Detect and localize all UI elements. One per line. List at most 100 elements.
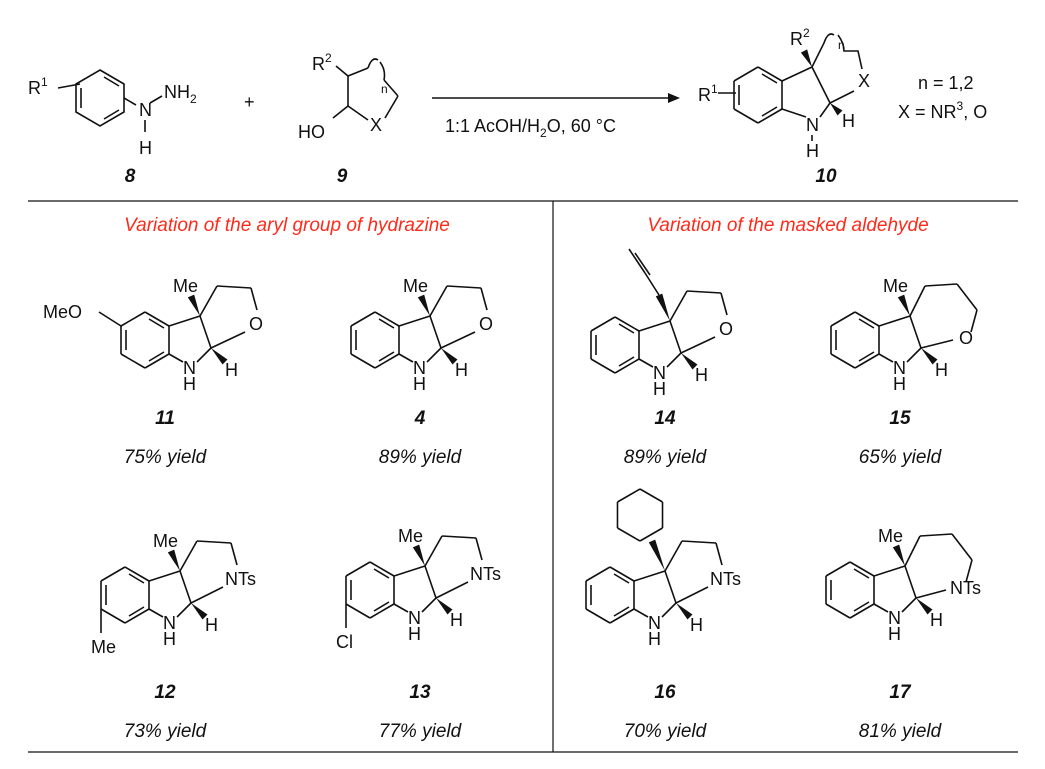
stereo-wedge-me <box>412 544 425 566</box>
stereo-wedge-h <box>211 348 228 365</box>
c2-h-label: H <box>225 360 238 380</box>
stereo-wedge-me <box>167 549 180 571</box>
heteroatom-label: NTs <box>710 569 741 589</box>
stereo-wedge-allyl <box>655 293 670 321</box>
compound-number: 17 <box>889 682 912 703</box>
methyl-label: Me <box>883 276 908 296</box>
svg-text:R2: R2 <box>312 51 332 74</box>
stereo-wedge-h <box>676 603 693 620</box>
stereo-wedge-h <box>191 603 208 620</box>
compound-number: 12 <box>154 682 176 703</box>
phenyl-ring <box>616 488 664 542</box>
stereo-wedge-h <box>921 348 938 365</box>
yield-label: 81% yield <box>859 721 943 742</box>
c7-substituent-label: Cl <box>336 632 353 652</box>
nh-n-label: N <box>163 613 176 633</box>
n-label: N <box>806 115 819 135</box>
nh-h-label: H <box>413 374 426 394</box>
heteroatom-label: NTs <box>950 578 981 598</box>
stereo-wedge-h <box>436 598 453 615</box>
c2-h-label: H <box>455 360 468 380</box>
yield-label: 89% yield <box>624 447 708 468</box>
nh-n-label: N <box>183 358 196 378</box>
nh-h-label: H <box>163 629 176 649</box>
nh-h-label: H <box>408 624 421 644</box>
heteroatom-label: O <box>249 314 263 334</box>
yield-label: 65% yield <box>859 447 943 468</box>
methoxy-label: MeO <box>43 302 82 322</box>
n-label: N <box>139 100 152 120</box>
stereo-wedge-h <box>916 598 933 615</box>
stereo-wedge-h <box>441 348 458 365</box>
compound-number: 14 <box>654 408 676 429</box>
yield-label: 70% yield <box>624 721 708 742</box>
nh-h-label: H <box>648 629 661 649</box>
nh-h-label: H <box>893 374 906 394</box>
heteroatom-label: NTs <box>225 569 256 589</box>
yield-label: 89% yield <box>379 447 463 468</box>
methyl-label: Me <box>153 531 178 551</box>
svg-text:NH2: NH2 <box>164 82 197 106</box>
stereo-wedge-me <box>897 294 910 316</box>
c2-h-label: H <box>842 111 855 131</box>
c2-h-label: H <box>450 610 463 630</box>
nh-n-label: N <box>893 358 906 378</box>
r1-label: R1 <box>698 82 718 105</box>
nh-n-label: N <box>413 358 426 378</box>
stereo-wedge-h <box>681 353 698 370</box>
nh-n-label: N <box>653 363 666 383</box>
reactant-9: R2 n X HO 9 <box>298 51 399 187</box>
heteroatom-label: O <box>719 319 733 339</box>
n-index: n <box>381 82 388 96</box>
compound-label-8: 8 <box>125 166 136 187</box>
yield-label: 75% yield <box>124 447 208 468</box>
heteroatom-label: O <box>959 328 973 348</box>
compound-number: 13 <box>409 682 431 703</box>
reaction-arrow: 1:1 AcOH/H2O, 60 °C <box>432 93 680 140</box>
nh-n-label: N <box>408 608 421 628</box>
c2-h-label: H <box>205 615 218 635</box>
ho-label: HO <box>298 122 325 142</box>
c7-substituent-label: Me <box>91 637 116 657</box>
compound-number: 11 <box>155 408 175 429</box>
methyl-label: Me <box>403 276 428 296</box>
h-label: H <box>139 138 152 158</box>
nh-h-label: H <box>888 624 901 644</box>
heteroatom-label: NTs <box>470 564 501 584</box>
c2-h-label: H <box>930 610 943 630</box>
nh-h-label: H <box>806 141 819 161</box>
n-index: n <box>838 38 845 52</box>
n-values-note: n = 1,2 <box>918 73 974 93</box>
methyl-label: Me <box>173 276 198 296</box>
r2-label: R2 <box>790 26 810 49</box>
x-values-note: X = NR3, O <box>898 99 987 122</box>
heteroatom-label: O <box>479 314 493 334</box>
stereo-wedge-r2 <box>800 49 812 67</box>
compound-number: 4 <box>414 408 426 429</box>
c2-h-label: H <box>695 365 708 385</box>
stereo-wedge-me <box>417 294 430 316</box>
reaction-header: R1 N NH2 H 8 + R2 n X HO 9 1: <box>28 26 987 187</box>
section-heading-aryl: Variation of the aryl group of hydrazine <box>124 215 450 236</box>
r1-label: R <box>28 78 41 98</box>
stereo-wedge-phenyl <box>648 539 665 571</box>
c2-h-label: H <box>935 360 948 380</box>
stereo-wedge-h <box>830 103 843 116</box>
nh-n-label: N <box>648 613 661 633</box>
reaction-conditions: 1:1 AcOH/H2O, 60 °C <box>445 116 616 140</box>
nh-n-label: N <box>888 608 901 628</box>
nh-h-label: H <box>653 379 666 399</box>
c2-h-label: H <box>690 615 703 635</box>
compound-label-10: 10 <box>815 166 837 187</box>
r2-label: R <box>312 54 325 74</box>
plus-sign: + <box>244 92 255 112</box>
